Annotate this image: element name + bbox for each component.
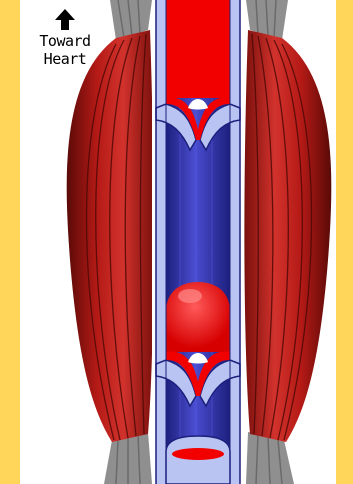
direction-label: Toward Heart	[20, 6, 110, 68]
direction-label-line-1: Toward	[20, 32, 110, 50]
blood-bolus	[166, 282, 230, 352]
right-calf-muscle	[244, 30, 331, 442]
red-blood-column-top	[166, 0, 230, 98]
vein	[152, 0, 244, 484]
up-arrow-icon	[20, 6, 110, 32]
left-calf-muscle	[67, 30, 154, 442]
bottom-valve-cup	[166, 436, 230, 484]
direction-label-line-2: Heart	[20, 50, 110, 68]
vein-muscle-pump-diagram	[20, 0, 336, 484]
diagram-panel: Toward Heart	[20, 0, 336, 484]
